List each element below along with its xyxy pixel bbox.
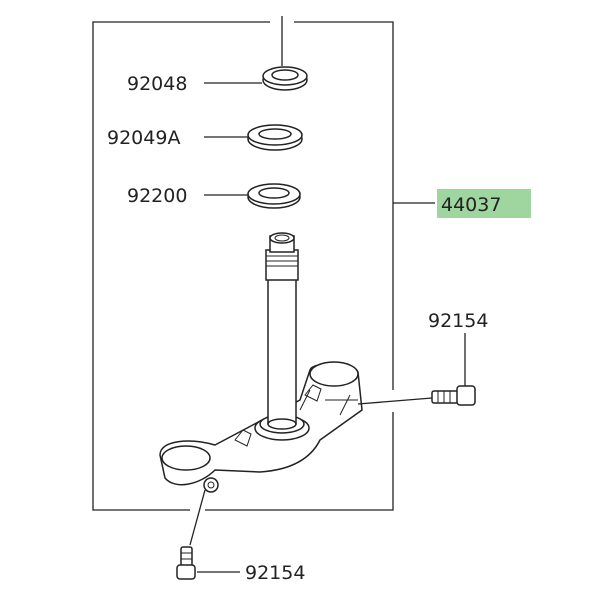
part-92154-bolt-bottom: 92154 — [176, 489, 305, 584]
part-label-44037[interactable]: 44037 — [441, 194, 501, 216]
highlight-badge — [437, 189, 531, 218]
part-label-92049a: 92049A — [107, 127, 180, 149]
part-label-92154-right: 92154 — [428, 310, 488, 332]
part-92049a-washer: 92049A — [107, 124, 303, 151]
assembly-frame — [92, 21, 435, 511]
part-label-92048: 92048 — [127, 73, 187, 95]
part-92200-washer: 92200 — [127, 183, 301, 209]
part-label-92154-bottom: 92154 — [245, 562, 305, 584]
part-92154-bolt-right: 92154 — [357, 310, 488, 406]
part-label-92200: 92200 — [127, 185, 187, 207]
part-92048-seal: 92048 — [127, 16, 308, 95]
part-44037-steering-stem: 44037 — [159, 189, 531, 493]
